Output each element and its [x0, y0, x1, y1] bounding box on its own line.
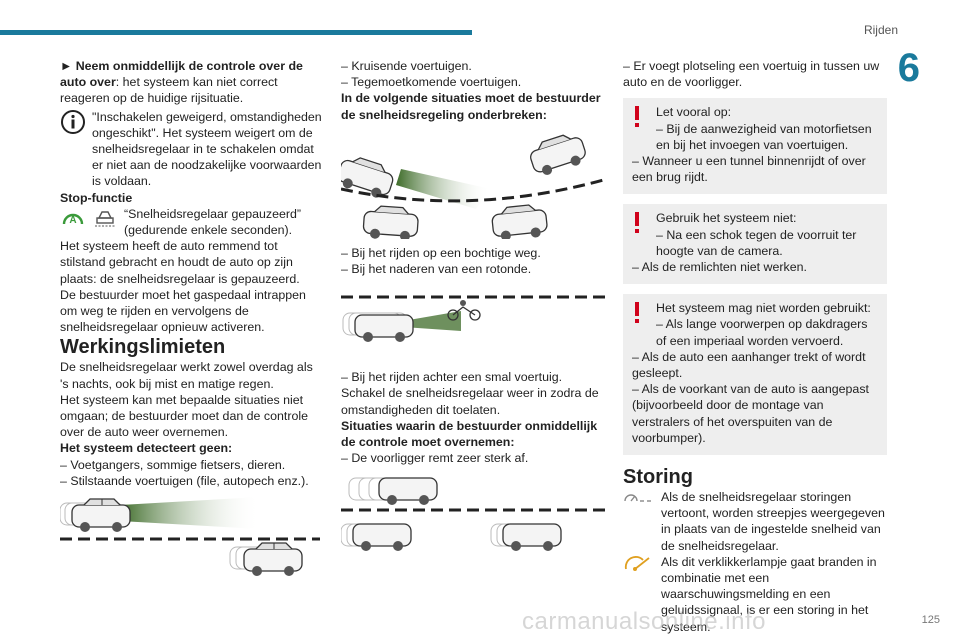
hard-braking-illustration	[341, 477, 607, 552]
limits-paragraph-2: Het systeem kan met bepaalde situaties n…	[60, 392, 308, 440]
narrow-item-2: Schakel de snelheidsregelaar weer in zod…	[341, 386, 599, 417]
curve-item-2: – Bij het naderen van een rotonde.	[341, 262, 532, 277]
header-accent-bar	[0, 30, 472, 35]
storing-heading: Storing	[623, 466, 693, 489]
not-detected-item-1: – Voetgangers, sommige fietsers, dieren.	[60, 457, 286, 472]
warning-1-title: Let vooral op:	[656, 105, 732, 120]
storing-paragraph-2: Als dit verklikkerlampje gaat branden in…	[661, 554, 877, 634]
section-title: Rijden	[863, 23, 898, 37]
info-icon	[61, 109, 85, 134]
warning-3-item-2: – Als de auto een aanhanger trekt of wor…	[632, 349, 866, 381]
cruise-control-green-icon: A	[62, 213, 84, 226]
stop-paragraph-2: De bestuurder moet het gaspedaal intrapp…	[60, 287, 306, 335]
oncoming-vehicles: – Tegemoetkomende voertuigen.	[341, 75, 522, 90]
vehicle-ahead-icon	[95, 211, 115, 227]
warning-exclamation-icon	[635, 212, 639, 234]
stop-indicator-text: “Snelheidsregelaar gepauzeerd” (gedurend…	[124, 206, 302, 238]
interrupt-heading: In de volgende situaties moet de bestuur…	[341, 91, 601, 122]
stop-indicator-row: A “Snelheidsregelaar gepauzeerd” (gedure…	[60, 206, 324, 238]
takeover-heading: Situaties waarin de bestuurder onmiddell…	[341, 418, 598, 450]
storing-paragraph-1: Als de snelheidsregelaar storingen verto…	[661, 490, 885, 553]
column-middle: – Kruisende voertuigen. – Tegemoetkomend…	[341, 58, 607, 568]
stationary-vehicles-illustration	[60, 497, 320, 577]
warning-3-item-1: – Als lange voorwerpen op dakdragers of …	[656, 317, 868, 348]
warning-2-item-2: – Als de remlichten niet werken.	[632, 260, 807, 275]
info-text: "Inschakelen geweigerd, omstandigheden o…	[92, 109, 322, 189]
takeover-item-1: – De voorligger remt zeer sterk af.	[341, 451, 529, 466]
warning-3-item-3: – Als de voorkant van de auto is aangepa…	[632, 382, 869, 445]
warning-1-item-1: – Bij de aanwezigheid van motorfietsen e…	[656, 121, 872, 152]
narrow-vehicle-illustration	[341, 295, 607, 343]
not-detected-item-2: – Stilstaande voertuigen (file, autopech…	[60, 473, 309, 488]
warning-1-item-2: – Wanneer u een tunnel binnenrijdt of ov…	[632, 154, 866, 185]
cruise-fault-warning-light-icon	[624, 555, 650, 571]
watermark: carmanualsonline.info	[522, 608, 766, 635]
warning-box-2: Gebruik het systeem niet: – Na een schok…	[623, 204, 887, 285]
narrow-item-1: – Bij het rijden achter een smal voertui…	[341, 370, 563, 385]
warning-2-title: Gebruik het systeem niet:	[656, 211, 797, 226]
svg-text:A: A	[69, 215, 76, 226]
chapter-number: 6	[897, 46, 920, 90]
speed-dashes-icon	[624, 494, 651, 502]
motorbike-icon	[447, 300, 481, 321]
warning-2-item-1: – Na een schok tegen de voorruit ter hoo…	[656, 227, 857, 258]
column-right: – Er voegt plotseling een voertuig in tu…	[623, 58, 887, 635]
warning-3-title: Het systeem mag niet worden gebruikt:	[656, 301, 871, 316]
curve-road-illustration	[341, 129, 607, 239]
crossing-vehicles: – Kruisende voertuigen.	[341, 59, 472, 73]
warning-box-1: Let vooral op: – Bij de aanwezigheid van…	[623, 98, 887, 195]
warning-exclamation-icon	[635, 302, 639, 324]
info-note: "Inschakelen geweigerd, omstandigheden o…	[60, 109, 324, 190]
warning-box-3: Het systeem mag niet worden gebruikt: – …	[623, 294, 887, 456]
not-detected-heading: Het systeem detecteert geen:	[60, 441, 233, 456]
warning-exclamation-icon	[635, 106, 639, 128]
cut-in-item: – Er voegt plotseling een voertuig in tu…	[623, 59, 880, 90]
column-left: ► Neem onmiddellijk de controle over de …	[60, 58, 324, 591]
limits-heading: Werkingslimieten	[60, 336, 226, 359]
stop-function-heading: Stop-functie	[60, 190, 133, 205]
takeover-paragraph: ► Neem onmiddellijk de controle over de …	[60, 59, 303, 106]
curve-item-1: – Bij het rijden op een bochtige weg.	[341, 245, 541, 260]
limits-paragraph-1: De snelheidsregelaar werkt zowel overdag…	[60, 360, 313, 391]
page-number: 125	[921, 614, 940, 626]
storing-warning-light-row: Als dit verklikkerlampje gaat branden in…	[623, 554, 887, 635]
storing-dashes-row: Als de snelheidsregelaar storingen verto…	[623, 489, 887, 554]
stop-paragraph-1: Het systeem heeft de auto remmend tot st…	[60, 239, 300, 286]
